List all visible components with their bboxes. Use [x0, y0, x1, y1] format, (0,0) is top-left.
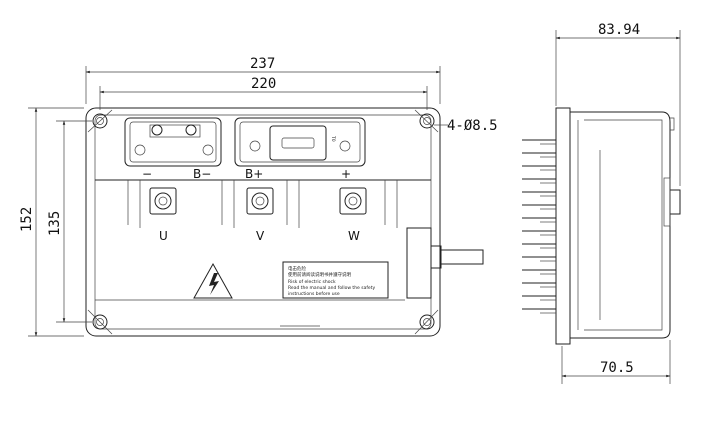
cable-gland	[406, 227, 432, 299]
label-plate-line1: 电击危险	[288, 265, 306, 272]
label-phase-w: W	[348, 229, 360, 243]
heatsink-fins	[522, 139, 556, 314]
dim-height-outer: 152	[19, 207, 35, 232]
housing-inner	[94, 114, 432, 330]
mounting-hole-tr	[419, 113, 435, 129]
label-plate-line5: instructions before use	[288, 291, 340, 297]
label-plus: +	[341, 167, 351, 181]
front-view: T0 − B− B+ + U V W	[85, 107, 484, 337]
dim-hole-spec: 4-Ø8.5	[447, 118, 498, 134]
label-plate-line2: 使用前请阅读说明书并遵守说明	[288, 271, 351, 278]
label-b-plus: B+	[245, 167, 263, 181]
dim-side-body: 70.5	[600, 360, 634, 376]
mounting-hole-br	[419, 314, 435, 330]
phase-bolt-w	[339, 187, 367, 215]
terminal-screw-1	[151, 124, 163, 136]
dim-height-holes: 135	[47, 211, 63, 236]
side-view	[522, 107, 681, 345]
housing-outline	[85, 107, 441, 337]
label-phase-v: V	[256, 229, 265, 243]
label-phase-u: U	[159, 229, 168, 243]
heatsink-base	[555, 107, 571, 345]
terminal-window-left	[124, 117, 222, 167]
phase-bolt-v	[246, 187, 274, 215]
dim-width-holes: 220	[251, 76, 276, 92]
dim-width-outer: 237	[250, 56, 275, 72]
front-dimensions: 237 220 152 135 4-Ø8.5	[19, 56, 498, 337]
terminal-tag: T0	[330, 135, 336, 142]
hazard-warning-icon	[193, 262, 233, 299]
mounting-hole-tl	[92, 113, 108, 129]
side-housing	[570, 111, 671, 339]
label-plate-line3: Risk of electric shock	[288, 279, 336, 285]
side-dimensions: 83.94 70.5	[555, 22, 681, 384]
label-minus: −	[142, 167, 152, 181]
dim-side-depth: 83.94	[598, 22, 640, 38]
label-plate-line4: Read the manual and follow the safety	[288, 285, 375, 291]
mounting-hole-bl	[92, 314, 108, 330]
label-plate	[282, 261, 389, 299]
phase-bolt-u	[149, 187, 177, 215]
terminal-window-right	[234, 117, 366, 167]
terminal-screw-2	[185, 124, 197, 136]
fuse-holder	[269, 125, 327, 161]
label-b-minus: B−	[193, 167, 211, 181]
side-connector	[669, 189, 681, 215]
